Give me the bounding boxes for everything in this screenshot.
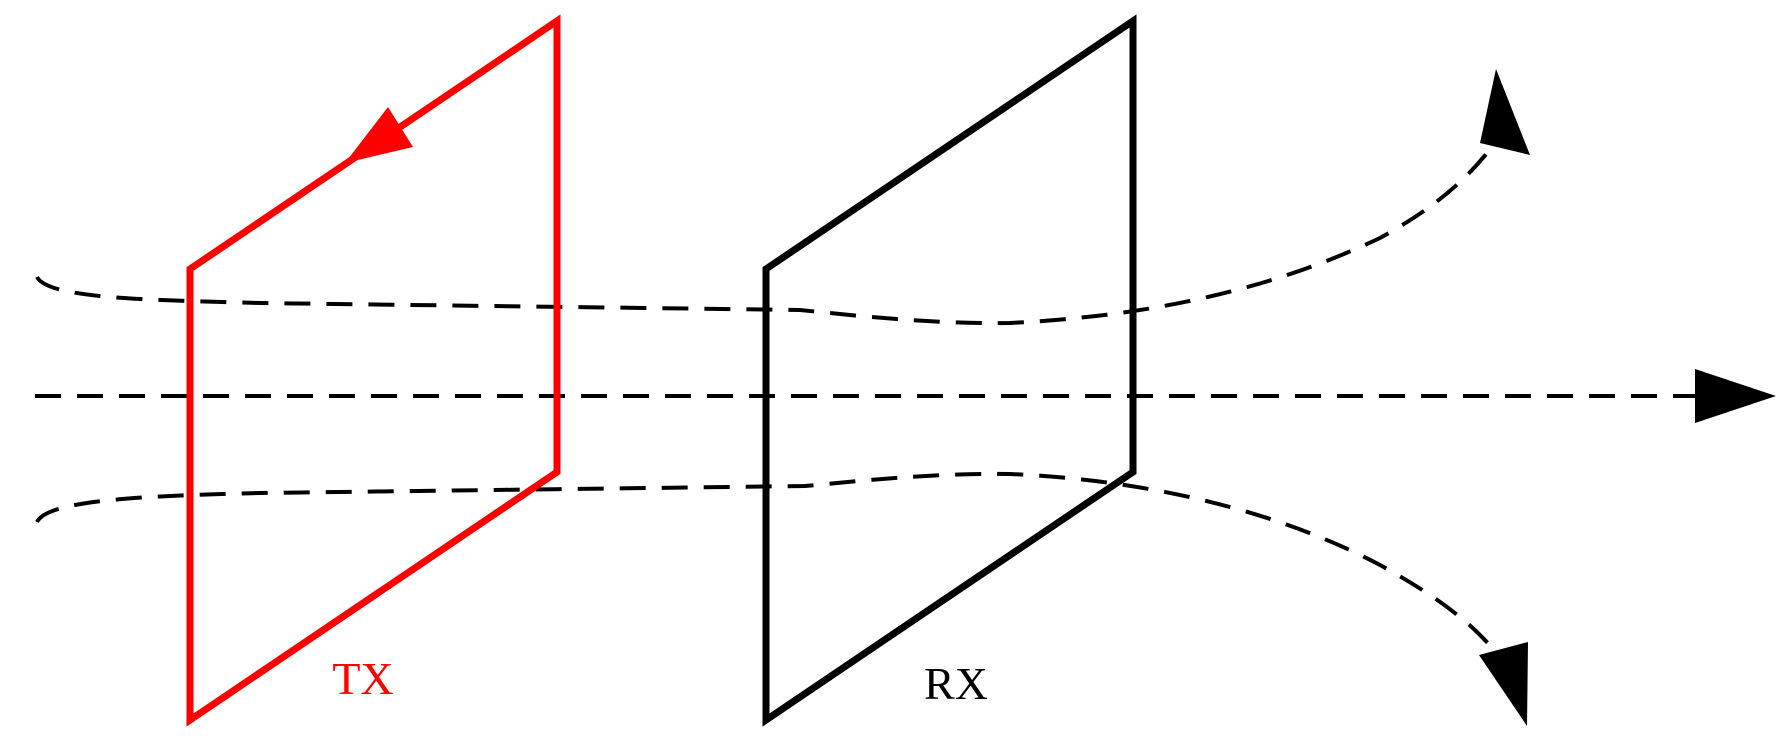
rx-coil: [762, 14, 1137, 727]
lower-arrowhead: [1479, 642, 1528, 726]
rx-coil-frame: [762, 14, 1137, 727]
field-lines: [35, 118, 1700, 667]
rx-label: RX: [924, 658, 988, 709]
tx-coil: [186, 14, 561, 727]
field-arrowheads: [1479, 69, 1776, 726]
tx-coil-frame: [186, 14, 561, 727]
upper-field-line: [35, 118, 1512, 326]
upper-arrowhead: [1480, 69, 1530, 155]
center-arrowhead: [1695, 369, 1776, 423]
lower-field-line: [35, 471, 1507, 667]
tx-label: TX: [332, 653, 393, 704]
tx-current-arrowhead: [345, 107, 413, 163]
